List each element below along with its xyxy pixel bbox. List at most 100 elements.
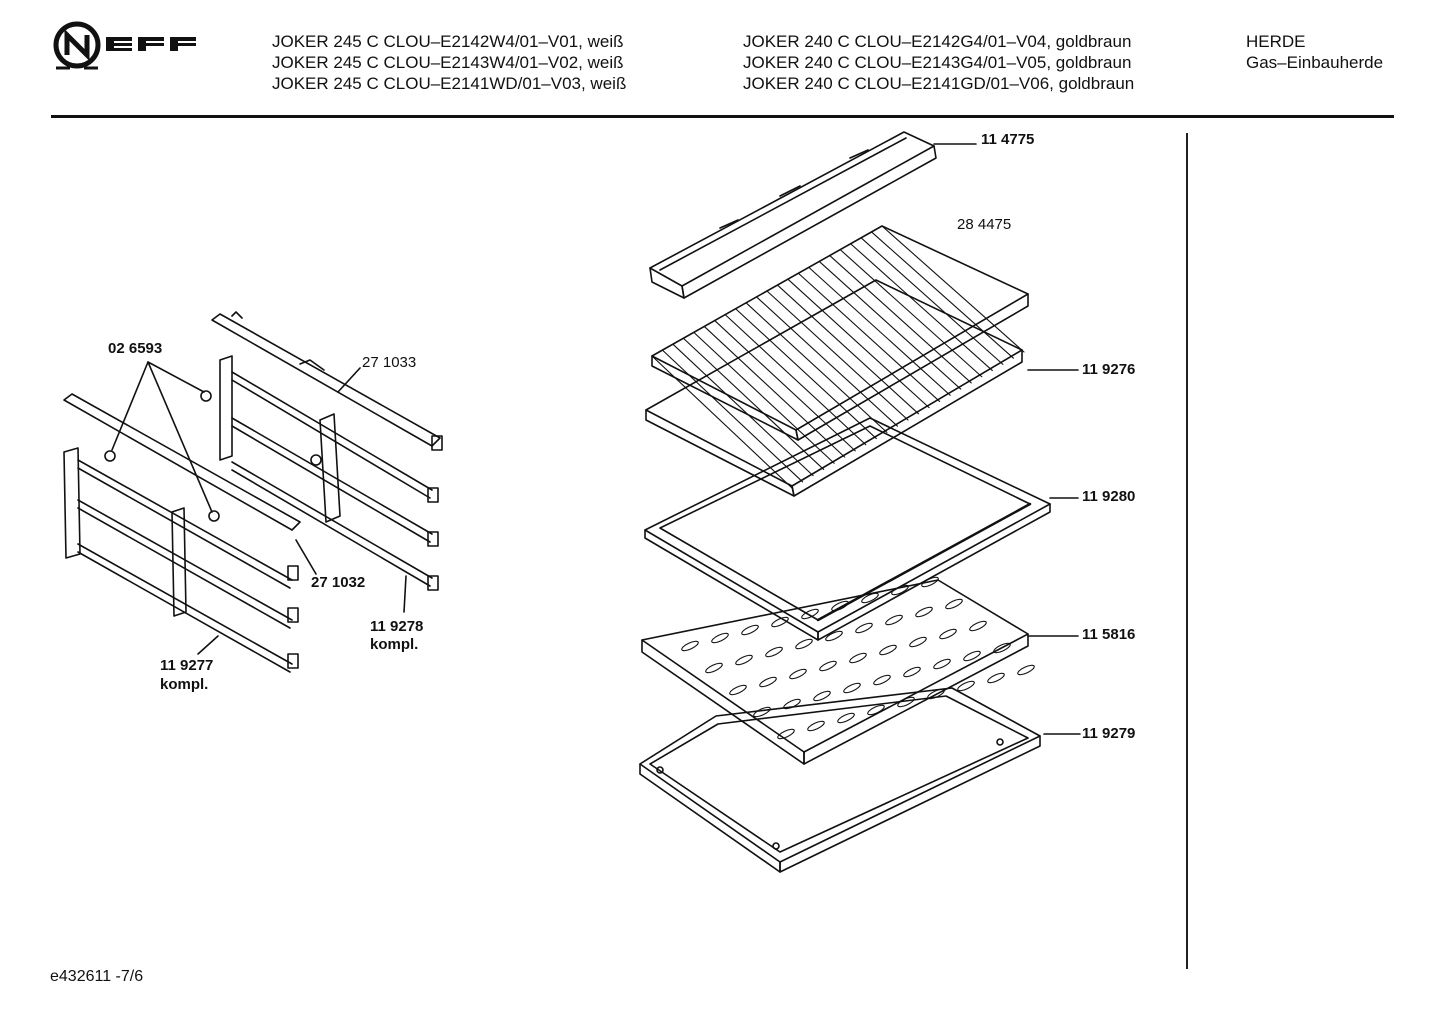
burner-slot (909, 636, 927, 648)
burner-slot (915, 606, 933, 618)
burner-slot (801, 608, 819, 620)
burner-slot (705, 662, 723, 674)
rack-slat (766, 290, 909, 421)
part-number-119278: 11 9278 (370, 618, 424, 635)
burner-slot (993, 642, 1011, 654)
part-number-284475: 28 4475 (957, 216, 1012, 233)
model-line: JOKER 245 C CLOU–E2143W4/01–V02, weiß (272, 53, 624, 72)
burner-slot (771, 616, 789, 628)
rack-slat (839, 249, 983, 378)
part-119276-shape (645, 225, 1079, 497)
part-note-119277: kompl. (160, 676, 209, 693)
burner-slot (933, 658, 951, 670)
part-119279-shape (639, 687, 1081, 873)
burner-slot (891, 584, 909, 596)
burner-slot (795, 638, 813, 650)
side-runner-assembly (63, 311, 443, 673)
burner-slot (855, 622, 873, 634)
burner-slot (921, 576, 939, 588)
rack-slat (755, 296, 899, 427)
part-number-026593: 02 6593 (108, 340, 163, 357)
rack-slat (682, 337, 825, 471)
part-number-119280: 11 9280 (1082, 488, 1136, 505)
part-119280-shape (644, 417, 1079, 641)
part-note-119278: kompl. (370, 636, 419, 653)
model-line: JOKER 240 C CLOU–E2141GD/01–V06, goldbra… (743, 74, 1135, 93)
rack-slat (829, 254, 972, 384)
rack-slat (714, 319, 856, 452)
part-number-271033: 27 1033 (362, 354, 417, 371)
part-number-119279: 11 9279 (1082, 725, 1136, 742)
burner-slot (681, 640, 699, 652)
rack-slat (860, 237, 1004, 365)
burner-slot (867, 704, 885, 716)
burner-slot (765, 646, 783, 658)
rack-slat (808, 266, 951, 396)
rack-slat (881, 225, 1025, 353)
burner-slot (837, 712, 855, 724)
burner-slot (741, 624, 759, 636)
burner-slot (831, 600, 849, 612)
part-number-119276: 11 9276 (1082, 361, 1136, 378)
rack-slat (776, 284, 920, 415)
burner-slot (753, 706, 771, 718)
burner-slot (939, 628, 957, 640)
rack-slat (745, 302, 888, 433)
burner-slot (849, 652, 867, 664)
neff-logo-icon (53, 21, 196, 70)
burner-slot (843, 682, 861, 694)
burner-slot (825, 630, 843, 642)
burner-slot (879, 644, 897, 656)
part-number-114775: 11 4775 (981, 131, 1035, 148)
part-114775-shape (649, 131, 977, 299)
model-line: JOKER 245 C CLOU–E2142W4/01–V01, weiß (272, 32, 624, 51)
burner-slot (777, 728, 795, 740)
rack-slat (661, 349, 804, 483)
rack-slat (724, 314, 867, 446)
rack-slat (850, 243, 993, 372)
burner-slot (759, 676, 777, 688)
model-line: JOKER 240 C CLOU–E2142G4/01–V04, goldbra… (743, 32, 1132, 51)
part-number-271032: 27 1032 (311, 574, 366, 591)
model-line: JOKER 245 C CLOU–E2141WD/01–V03, weiß (272, 74, 627, 93)
category-title: HERDE (1246, 32, 1306, 51)
rack-slat (787, 278, 930, 409)
rack-slat (651, 355, 793, 489)
burner-slot (885, 614, 903, 626)
rack-slat (797, 272, 941, 403)
burner-slot (735, 654, 753, 666)
burner-slot (819, 660, 837, 672)
model-line: JOKER 240 C CLOU–E2143G4/01–V05, goldbra… (743, 53, 1132, 72)
rack-slat (672, 343, 814, 477)
part-115816-shape (641, 576, 1079, 765)
burner-slot (807, 720, 825, 732)
burner-slot (969, 620, 987, 632)
burner-slot (945, 598, 963, 610)
burner-slot (1017, 664, 1035, 676)
rack-slat (870, 231, 1015, 359)
rack-slat (693, 331, 835, 464)
model-list-goldbraun: JOKER 240 C CLOU–E2142G4/01–V04, goldbra… (743, 31, 1134, 94)
part-number-115816: 11 5816 (1082, 626, 1136, 643)
rack-slat (703, 325, 846, 458)
burner-slot (813, 690, 831, 702)
burner-slot (711, 632, 729, 644)
burner-slot (789, 668, 807, 680)
model-list-white: JOKER 245 C CLOU–E2142W4/01–V01, weiß JO… (272, 31, 626, 94)
burner-slot (729, 684, 747, 696)
right-margin-divider (1186, 133, 1188, 969)
burner-slot (861, 592, 879, 604)
burner-slot (897, 696, 915, 708)
burner-slot (963, 650, 981, 662)
header-divider (51, 115, 1394, 118)
burner-slot (873, 674, 891, 686)
category-block: HERDE Gas–Einbauherde (1246, 31, 1383, 73)
rack-slat (735, 308, 877, 440)
burner-slot (987, 672, 1005, 684)
part-number-119277: 11 9277 (160, 657, 214, 674)
category-subtitle: Gas–Einbauherde (1246, 53, 1384, 72)
document-id: e432611 -7/6 (50, 968, 144, 985)
rack-slat (818, 260, 962, 390)
burner-slot (957, 680, 975, 692)
